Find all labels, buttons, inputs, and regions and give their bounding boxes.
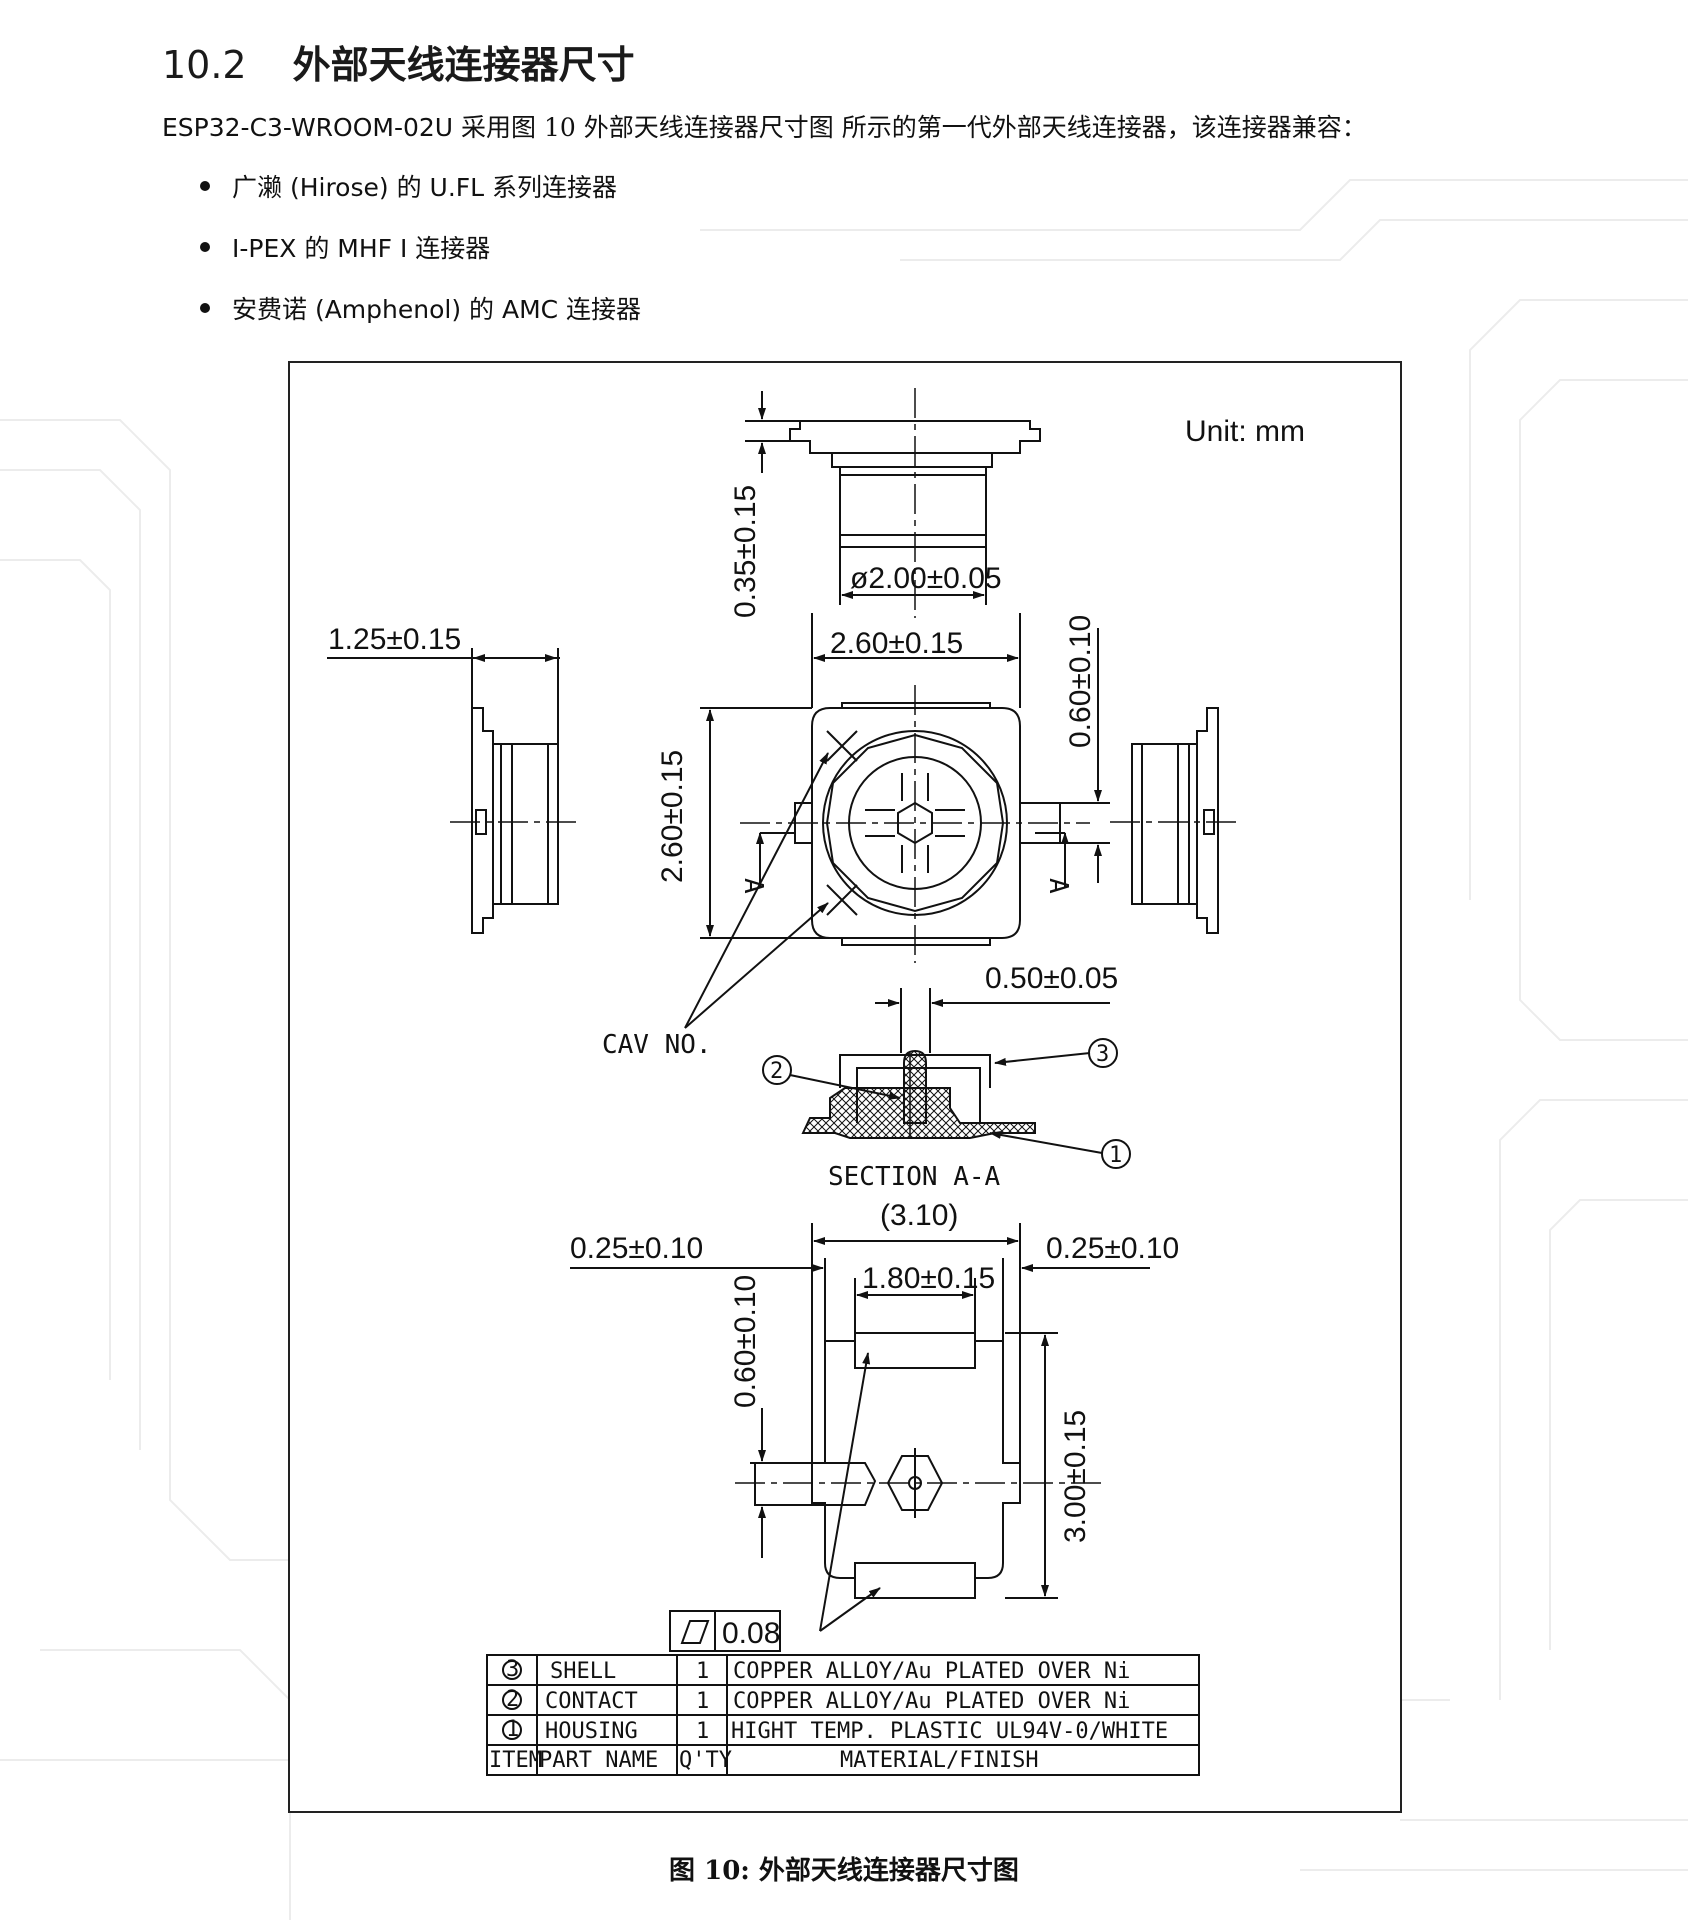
left-side-view	[327, 648, 580, 934]
section-title: 外部天线连接器尺寸	[292, 42, 635, 87]
list-item: 广濑 (Hirose) 的 U.FL 系列连接器	[200, 168, 641, 229]
connector-dimension-figure: Unit: mm 0.35±0.15 ø2.00±0.05	[288, 361, 1402, 1813]
bom-material: COPPER ALLOY/Au PLATED OVER Ni	[733, 1689, 1130, 1714]
dim-bottom-height: 3.00±0.15	[1059, 1410, 1092, 1543]
dim-body-width: 2.60±0.15	[830, 627, 963, 660]
bom-qty: 1	[696, 1719, 709, 1744]
dim-top-height: 0.35±0.15	[729, 485, 762, 618]
bom-row: 3 SHELL 1 COPPER ALLOY/Au PLATED OVER Ni	[506, 1657, 1130, 1684]
dim-bottom-left-margin: 0.25±0.10	[570, 1232, 703, 1265]
intro-paragraph: ESP32-C3-WROOM-02U 采用图 10 外部天线连接器尺寸图 所示的…	[162, 108, 1367, 144]
bom-item-num: 2	[506, 1687, 519, 1712]
bom-qty: 1	[696, 1659, 709, 1684]
balloon-1: 1	[1101, 1139, 1131, 1169]
bom-item-num: 3	[506, 1657, 519, 1682]
cav-no-label: CAV NO.	[602, 1030, 712, 1060]
flatness-value: 0.08	[722, 1617, 780, 1650]
section-mark-right: A	[1043, 878, 1073, 894]
intro-suffix: 所示的第一代外部天线连接器，该连接器兼容：	[833, 113, 1367, 142]
svg-text:2: 2	[770, 1059, 783, 1084]
dim-section-gap: 0.50±0.05	[985, 962, 1118, 995]
dim-bottom-total: (3.10)	[880, 1199, 958, 1232]
list-item: 安费诺 (Amphenol) 的 AMC 连接器	[200, 290, 641, 351]
list-item: I-PEX 的 MHF I 连接器	[200, 229, 641, 290]
section-number: 10.2	[162, 43, 247, 87]
compatible-connector-list: 广濑 (Hirose) 的 U.FL 系列连接器 I-PEX 的 MHF I 连…	[200, 168, 641, 351]
flatness-tolerance-box	[669, 1610, 781, 1652]
top-view	[745, 388, 1041, 618]
bom-part: HOUSING	[545, 1719, 638, 1744]
bom-part: SHELL	[550, 1659, 616, 1684]
section-heading: 10.2 外部天线连接器尺寸	[162, 34, 635, 89]
flatness-symbol-icon	[680, 1620, 710, 1644]
bom-header-row: ITEM PART NAME Q'TY MATERIAL/FINISH	[489, 1748, 1039, 1773]
dim-tab-height: 0.60±0.10	[1064, 615, 1097, 748]
dim-bottom-right-margin: 0.25±0.10	[1046, 1232, 1179, 1265]
bom-row: 2 CONTACT 1 COPPER ALLOY/Au PLATED OVER …	[506, 1687, 1130, 1714]
cav-leaders	[684, 752, 829, 1029]
balloon-2: 2	[762, 1055, 792, 1085]
bottom-view	[570, 1223, 1150, 1632]
section-mark-left: A	[738, 878, 768, 894]
bom-item-num: 1	[506, 1717, 519, 1742]
unit-label: Unit: mm	[1185, 415, 1305, 448]
figure-caption: 图 10: 外部天线连接器尺寸图	[669, 1856, 1019, 1886]
dim-top-diameter: ø2.00±0.05	[850, 562, 1002, 595]
bom-header-material: MATERIAL/FINISH	[840, 1748, 1039, 1773]
bom-material: HIGHT TEMP. PLASTIC UL94V-0/WHITE	[731, 1719, 1168, 1744]
bom-header-qty: Q'TY	[679, 1748, 732, 1773]
dim-body-height: 2.60±0.15	[656, 750, 689, 883]
svg-text:1: 1	[1109, 1143, 1122, 1168]
balloon-3: 3	[1088, 1038, 1118, 1068]
connector-drawing: Unit: mm 0.35±0.15 ø2.00±0.05	[327, 388, 1305, 1776]
dim-bottom-tab: 0.60±0.10	[729, 1275, 762, 1408]
bom-row: 1 HOUSING 1 HIGHT TEMP. PLASTIC UL94V-0/…	[506, 1717, 1168, 1744]
bom-material: COPPER ALLOY/Au PLATED OVER Ni	[733, 1659, 1130, 1684]
bom-table	[486, 1654, 1200, 1776]
figure-reference-link[interactable]: 图 10 外部天线连接器尺寸图	[511, 113, 834, 142]
section-title: SECTION A-A	[828, 1162, 1001, 1192]
section-a-a-view	[789, 988, 1110, 1154]
bom-header-item: ITEM	[489, 1748, 542, 1773]
front-view	[700, 613, 1110, 963]
svg-text:3: 3	[1096, 1042, 1109, 1067]
right-side-view	[1110, 707, 1240, 934]
dim-bottom-inner: 1.80±0.15	[862, 1262, 995, 1295]
bom-qty: 1	[696, 1689, 709, 1714]
bom-header-part: PART NAME	[539, 1748, 658, 1773]
intro-prefix: ESP32-C3-WROOM-02U 采用	[162, 113, 512, 142]
bom-part: CONTACT	[545, 1689, 638, 1714]
dim-side-width: 1.25±0.15	[328, 623, 461, 656]
